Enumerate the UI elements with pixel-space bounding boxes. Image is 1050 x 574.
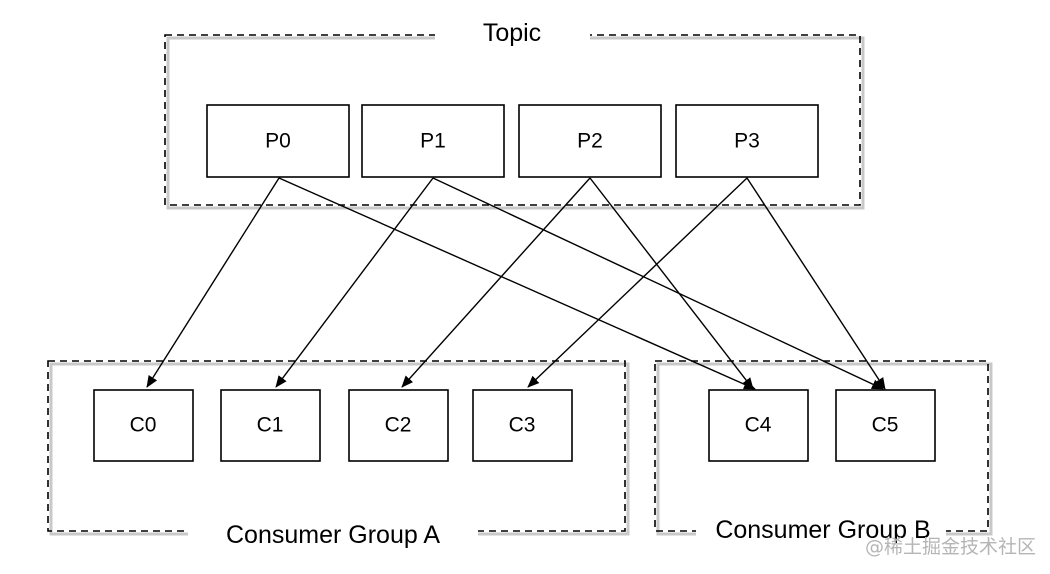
- edge-p3-c3: [527, 177, 748, 388]
- partition-p3: P3: [675, 104, 819, 178]
- consumer-c0-label: C0: [130, 414, 157, 437]
- edge-p2-c4: [589, 177, 754, 390]
- consumer-c2-box: [348, 389, 449, 462]
- consumer-c3: C3: [472, 389, 573, 462]
- consumer-c5-label: C5: [872, 414, 899, 437]
- consumer-c2: C2: [348, 389, 449, 462]
- edge-p2-c2: [401, 177, 591, 388]
- partition-p3-box: [675, 104, 819, 178]
- consumer-c3-label: C3: [509, 414, 536, 437]
- partition-p1: P1: [361, 104, 505, 178]
- consumer-group-b-shadow: [656, 362, 993, 536]
- partition-p3-label: P3: [734, 130, 760, 153]
- consumer-c1: C1: [220, 389, 321, 462]
- consumer-c0-box: [93, 389, 194, 462]
- consumer-c4-label: C4: [745, 414, 772, 437]
- edge-p0-c4: [278, 177, 756, 390]
- consumer-c1-box: [220, 389, 321, 462]
- partition-p1-label: P1: [420, 130, 446, 153]
- consumer-c4-box: [708, 389, 809, 462]
- partition-p0-box: [206, 104, 350, 178]
- consumer-c0: C0: [93, 389, 194, 462]
- edges: [146, 177, 886, 390]
- consumer-group-a-container: Consumer Group A: [47, 360, 630, 554]
- consumer-c3-box: [472, 389, 573, 462]
- partition-p0-label: P0: [265, 130, 291, 153]
- consumer-c5-box: [835, 389, 936, 462]
- consumer-group-b-border: [654, 360, 989, 532]
- partition-p2: P2: [518, 104, 662, 178]
- consumer-group-b-container: Consumer Group B: [654, 360, 993, 549]
- edge-p3-c5: [746, 177, 886, 390]
- consumer-c1-label: C1: [257, 414, 284, 437]
- partition-p1-box: [361, 104, 505, 178]
- edge-p0-c0: [146, 177, 280, 388]
- consumer-group-b-label-background: [696, 513, 946, 549]
- partition-p0: P0: [206, 104, 350, 178]
- topic-label-background: [435, 18, 590, 50]
- edge-p1-c1: [275, 177, 434, 388]
- consumer-group-b-label: Consumer Group B: [715, 516, 930, 544]
- consumer-c5: C5: [835, 389, 936, 462]
- watermark-text: @稀土掘金技术社区: [865, 536, 1036, 558]
- consumer-c4: C4: [708, 389, 809, 462]
- consumer-group-a-label: Consumer Group A: [226, 521, 440, 549]
- edge-p1-c5: [432, 177, 884, 390]
- consumer-c2-label: C2: [385, 414, 412, 437]
- topic-container-border: [164, 34, 861, 206]
- consumer-group-a-label-background: [188, 518, 478, 554]
- partition-p2-box: [518, 104, 662, 178]
- partition-p2-label: P2: [577, 130, 603, 153]
- topic-container: Topic: [164, 18, 865, 210]
- topic-label: Topic: [483, 19, 541, 47]
